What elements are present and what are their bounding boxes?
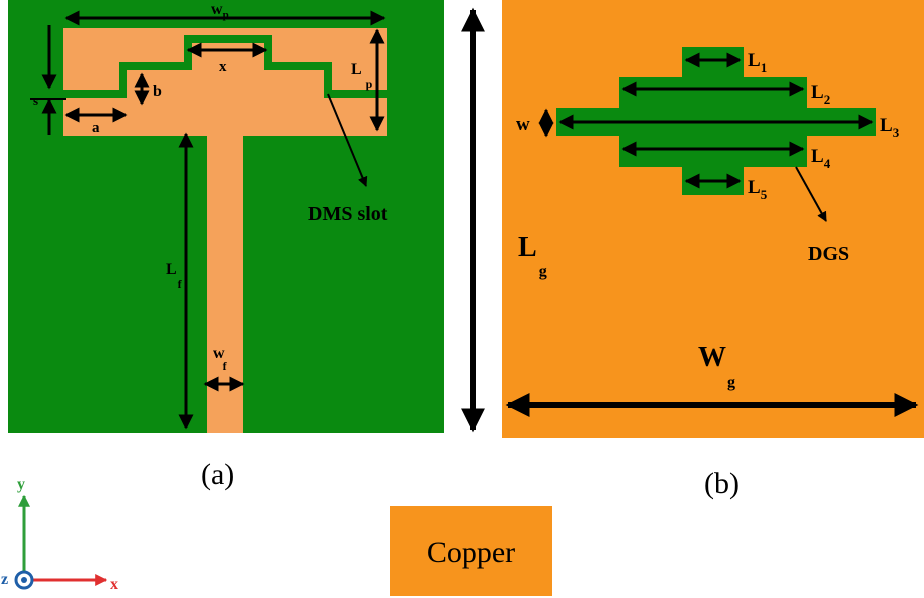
caption-a: (a) <box>201 458 234 491</box>
dgs-pointer <box>795 166 827 222</box>
l3-label: L3 <box>880 115 900 140</box>
y-axis-label: y <box>17 476 25 493</box>
lg-label: Lg <box>518 232 547 280</box>
s-label: s <box>33 93 38 108</box>
dms-slot-label: DMS slot <box>308 203 388 225</box>
dgs-label: DGS <box>808 243 849 265</box>
legend: Copper <box>390 506 552 596</box>
lf-label: Lf <box>166 261 183 291</box>
l2-label: L2 <box>811 82 830 107</box>
l4-label: L4 <box>811 146 831 171</box>
w-label: w <box>516 114 530 135</box>
a-label: a <box>92 120 100 136</box>
wg-label: Wg <box>698 342 735 391</box>
x-axis-label: x <box>110 576 118 593</box>
l5-label: L5 <box>748 177 768 202</box>
lp-label: Lp <box>351 61 373 91</box>
z-axis-dot <box>21 577 27 583</box>
panel-b: L1 L2 L3 L4 L5 w DGS Lg Wg (b) <box>502 0 924 500</box>
copper-label: Copper <box>427 536 515 569</box>
z-axis-label: z <box>1 571 8 588</box>
b-label: b <box>153 83 162 100</box>
copper-swatch <box>390 506 552 596</box>
l1-label: L1 <box>748 50 767 75</box>
dms-slot <box>63 35 387 98</box>
caption-b: (b) <box>704 467 739 500</box>
feed-line <box>207 130 243 433</box>
wp-label: wp <box>211 1 229 21</box>
coordinate-axes: y x z <box>1 476 118 593</box>
x-label: x <box>219 59 227 75</box>
dms-slot-pointer <box>327 93 368 187</box>
